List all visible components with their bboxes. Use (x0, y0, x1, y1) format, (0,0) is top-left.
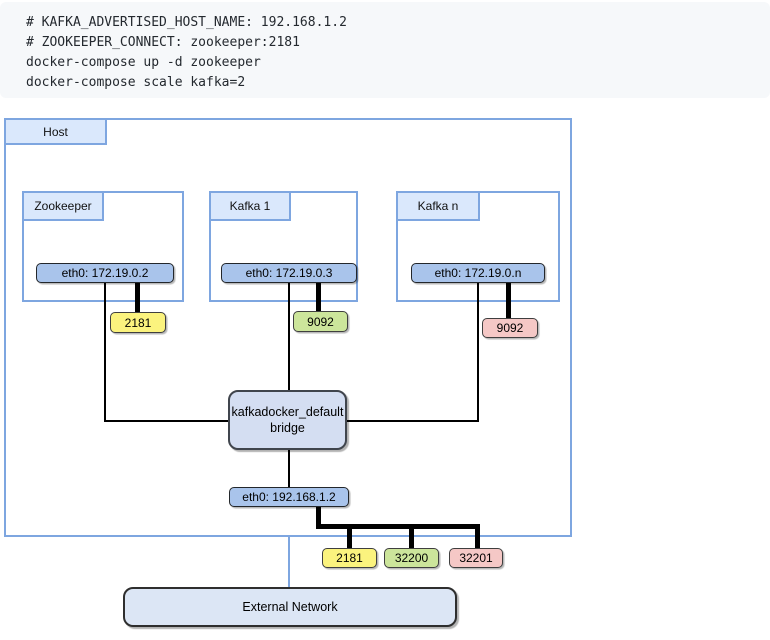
container-label-zookeeper: Zookeeper (22, 191, 104, 221)
portlink-kafkan-9092 (506, 283, 511, 318)
code-line: # ZOOKEEPER_CONNECT: zookeeper:2181 (26, 35, 300, 50)
connector-kafkan-to-bridge-vertical (477, 283, 479, 422)
external-network-node: External Network (123, 587, 457, 627)
eth0-kafkan: eth0: 172.19.0.n (411, 263, 545, 283)
connector-kafkan-to-bridge-horizontal (347, 420, 479, 422)
hosteth-drop-2181 (347, 524, 352, 548)
eth0-host: eth0: 192.168.1.2 (229, 487, 349, 507)
code-block: # KAFKA_ADVERTISED_HOST_NAME: 192.168.1.… (0, 2, 770, 98)
connector-kafka1-to-bridge-vertical (288, 283, 290, 390)
connector-zookeeper-to-bridge-vertical (104, 283, 106, 422)
code-line: docker-compose up -d zookeeper (26, 55, 261, 70)
host-label: Host (4, 118, 107, 145)
host-port-badge-2181: 2181 (322, 548, 377, 568)
bridge-name: kafkadocker_default (231, 405, 344, 419)
port-badge-zookeeper: 2181 (110, 312, 166, 333)
portlink-kafka1-9092 (316, 283, 321, 311)
host-box (4, 118, 572, 537)
code-line: # KAFKA_ADVERTISED_HOST_NAME: 192.168.1.… (26, 15, 347, 30)
eth0-zookeeper: eth0: 172.19.0.2 (36, 263, 174, 283)
host-port-badge-32200: 32200 (384, 548, 439, 568)
host-to-external-connector (288, 537, 290, 587)
portlink-zookeeper-2181 (135, 283, 140, 312)
connector-bridge-to-hosteth (288, 450, 290, 487)
container-label-kafkan: Kafka n (396, 191, 480, 221)
code-line: docker-compose scale kafka=2 (26, 75, 246, 90)
hosteth-trunk-horizontal (316, 524, 480, 529)
connector-zookeeper-to-bridge-horizontal (104, 420, 228, 422)
host-port-badge-32201: 32201 (449, 548, 503, 568)
port-badge-kafkan: 9092 (482, 318, 538, 338)
hosteth-trunk-vertical (316, 507, 321, 529)
eth0-kafka1: eth0: 172.19.0.3 (221, 263, 357, 283)
port-badge-kafka1: 9092 (293, 311, 348, 332)
container-label-kafka1: Kafka 1 (209, 191, 291, 221)
bridge-node: kafkadocker_default bridge (228, 390, 347, 450)
bridge-type: bridge (270, 421, 305, 435)
hosteth-drop-32201 (475, 524, 480, 548)
hosteth-drop-32200 (409, 524, 414, 548)
